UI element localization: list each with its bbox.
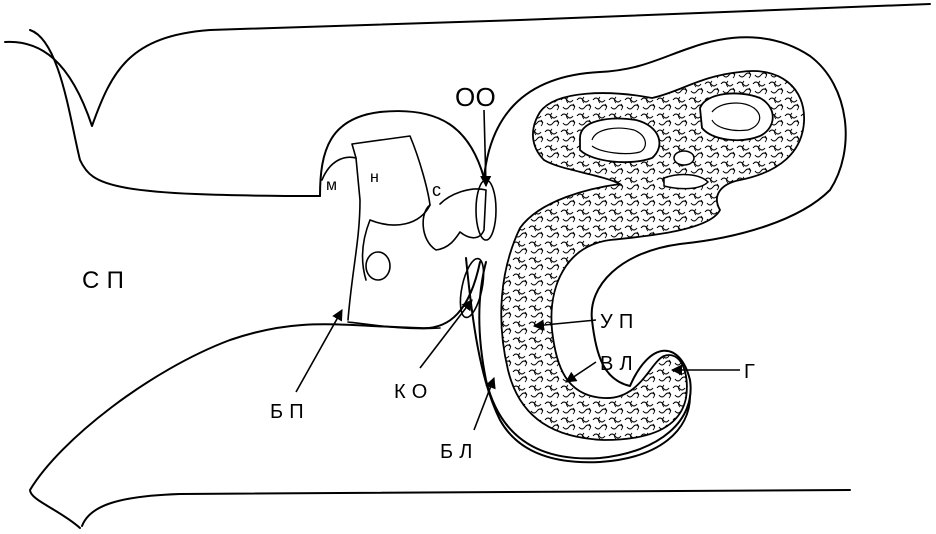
label-up: У П bbox=[600, 311, 634, 333]
pointer-bl bbox=[473, 376, 496, 431]
brain-lower-ridge bbox=[347, 321, 441, 330]
m-lobe bbox=[321, 156, 361, 321]
duct-lower-line bbox=[465, 257, 691, 464]
n-lobe bbox=[351, 135, 431, 281]
label-ko: К О bbox=[394, 381, 428, 403]
label-s: с bbox=[432, 180, 441, 200]
body-outline-top bbox=[4, 3, 931, 127]
label-n: н bbox=[370, 169, 379, 186]
label-bl: Б Л bbox=[440, 441, 473, 463]
upper-left-contour bbox=[29, 29, 321, 197]
label-m: м bbox=[326, 177, 337, 194]
label-sp: С П bbox=[82, 267, 124, 294]
pointer-up bbox=[532, 319, 597, 331]
n-lobe-bulge bbox=[365, 251, 391, 281]
chamber-small bbox=[673, 150, 695, 166]
chamber-connector bbox=[663, 173, 710, 190]
label-bp: Б П bbox=[270, 401, 304, 423]
chamber-left-inner bbox=[591, 127, 646, 155]
chamber-right bbox=[699, 92, 774, 142]
gland-cavity-up bbox=[500, 70, 805, 441]
pointer-ko bbox=[419, 299, 473, 369]
label-oo: ОО bbox=[455, 82, 496, 112]
pointer-vl bbox=[565, 361, 597, 383]
gland-outer-contour bbox=[478, 36, 847, 460]
pointer-oo bbox=[480, 109, 492, 188]
head-capsule-outline bbox=[319, 110, 485, 197]
s-lobe bbox=[422, 188, 487, 251]
oo-organ bbox=[475, 179, 497, 241]
pointer-bp bbox=[295, 309, 343, 393]
body-outline-bottom bbox=[29, 261, 481, 529]
chamber-right-inner bbox=[711, 102, 761, 132]
bottom-edge bbox=[81, 489, 851, 527]
chamber-left bbox=[579, 117, 661, 164]
label-vl: В Л bbox=[600, 353, 633, 375]
label-g: Г bbox=[744, 361, 755, 383]
